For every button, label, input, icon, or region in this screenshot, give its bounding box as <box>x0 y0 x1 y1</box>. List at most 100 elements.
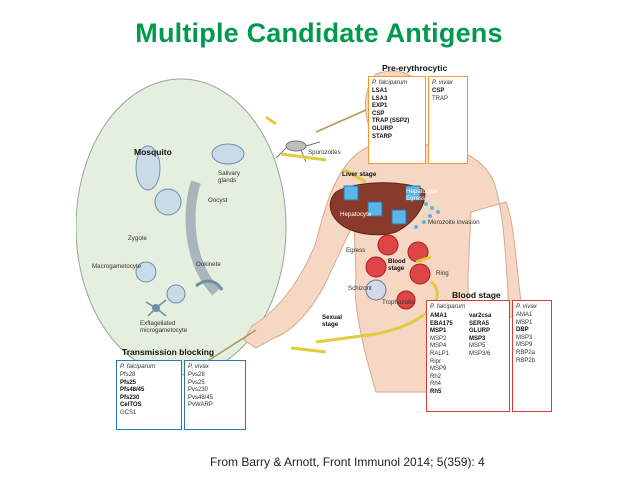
blood-vivax-item: MSP9 <box>516 342 533 349</box>
blood-falciparum-item: MSP4 <box>430 343 447 350</box>
transmission-falciparum-item: Pfs25 <box>120 379 137 386</box>
pre-falciparum-item: GLURP <box>372 125 393 132</box>
transmission-vivax-box: P. vivax Pvs28 Pvs25 Pvs230 Pvs48/45 PvW… <box>184 360 246 430</box>
blood-vivax-item: AMA1 <box>516 312 533 318</box>
egress-label: Egress <box>346 247 366 254</box>
pre-falciparum-header: P. falciparum <box>372 79 408 86</box>
transmission-blocking-heading: Transmission blocking <box>122 347 215 357</box>
transmission-vivax-item: Pvs25 <box>188 379 205 386</box>
salivary-glands-shape <box>211 143 245 165</box>
mosquito-heading: Mosquito <box>134 147 172 157</box>
blood-falciparum-item: MSP9 <box>430 366 447 373</box>
transmission-vivax-item: Pvs28 <box>188 372 205 378</box>
liver-stage-label: Liver stage <box>342 171 377 178</box>
mosquito-insect <box>275 140 321 163</box>
blood-falciparum-item: MSP3/6 <box>469 350 491 357</box>
hepatocyte-label: Hepatocyte <box>340 211 372 218</box>
blood-stage-inner-label: Blood stage <box>388 258 406 272</box>
blood-falciparum-item: Rh2 <box>430 373 442 380</box>
citation-caption: From Barry & Arnott, Front Immunol 2014;… <box>210 455 485 469</box>
blood-falciparum-col2: var2csa SERA5 GLURP MSP3 MSP5 MSP3/6 <box>469 313 491 359</box>
pre-falciparum-item: EXP1 <box>372 103 388 110</box>
transmission-vivax-item: PvWARP <box>188 402 213 409</box>
pre-erythrocytic-falciparum-box: P. falciparum LSA1 LSA3 EXP1 CSP TRAP (S… <box>368 76 426 164</box>
blood-vivax-item: MSP3 <box>516 334 533 341</box>
zygote-shape <box>135 261 157 283</box>
transmission-vivax-item: Pvs48/45 <box>188 394 214 401</box>
sporozoites-label: Sporozoites <box>308 149 341 156</box>
transmission-falciparum-item: CelTOS <box>120 402 142 409</box>
blood-stage-falciparum-box: P. falciparum AMA1 EBA175 MSP1 MSP2 MSP4… <box>426 300 510 412</box>
blood-vivax-header: P. vivax <box>516 303 537 310</box>
blood-falciparum-item: Ripr <box>430 358 442 365</box>
oocyst-shape <box>154 188 182 216</box>
blood-falciparum-item: SERA5 <box>469 320 490 327</box>
hepatocyte-cell-3 <box>391 209 407 225</box>
merozoite-invasion-label: Merozoite invasion <box>428 219 480 226</box>
rbc-1 <box>377 234 399 256</box>
mosquito-stage-drawings <box>135 143 245 317</box>
trophozoite-label: Trophozoite <box>382 299 415 306</box>
oocyst-label: Oocyst <box>208 197 228 204</box>
midgut-shape <box>135 145 161 191</box>
blood-falciparum-item: GLURP <box>469 328 490 335</box>
blood-falciparum-item: AMA1 <box>430 313 448 319</box>
blood-falciparum-item: MSP3 <box>469 335 486 342</box>
exflagellated-label: Exflagellated microgametocyte <box>140 320 188 334</box>
transmission-falciparum-item: Pfs28 <box>120 372 136 378</box>
blood-vivax-item: DBP <box>516 327 529 334</box>
blood-falciparum-item: MSP1 <box>430 328 447 335</box>
ookinete-label: Ookinete <box>196 261 221 268</box>
transmission-falciparum-item: GCS1 <box>120 409 137 416</box>
merozoite-dots <box>414 202 440 229</box>
pre-falciparum-item: CSP <box>372 110 385 117</box>
sexual-stage-label: Sexual stage <box>322 314 342 328</box>
blood-stage-vivax-box: P. vivax AMA1 MSP1 DBP MSP3 MSP9 RBP2a R… <box>512 300 552 412</box>
malaria-lifecycle-figure: Pre-erythrocytic Mosquito Blood stage Tr… <box>76 62 566 442</box>
blood-falciparum-item: MSP5 <box>469 343 486 350</box>
schizont-label: Schizont <box>348 285 372 292</box>
slide-title: Multiple Candidate Antigens <box>135 18 503 48</box>
pre-falciparum-item: STARP <box>372 133 392 140</box>
salivary-glands-label: Salivary glands <box>218 170 241 184</box>
pre-vivax-item: CSP <box>432 88 445 94</box>
blood-falciparum-item: Rh5 <box>430 388 442 395</box>
transmission-falciparum-header: P. falciparum <box>120 363 156 370</box>
schizont-cell <box>365 279 387 301</box>
hepatocyte-egress-label: Hepatocyte Egress <box>406 188 438 202</box>
blood-vivax-item: MSP1 <box>516 319 533 326</box>
pre-falciparum-item: LSA3 <box>372 95 388 102</box>
pre-erythrocytic-heading: Pre-erythrocytic <box>382 63 448 73</box>
macrogametocyte-label: Macrogametocyte <box>92 263 142 270</box>
transmission-falciparum-item: Pfs48/45 <box>120 387 145 394</box>
rbc-3 <box>365 256 387 278</box>
rbc-5 <box>396 290 416 310</box>
blood-stage-heading: Blood stage <box>452 290 501 300</box>
ookinete-shape <box>195 279 224 291</box>
pre-erythrocytic-vivax-box: P. vivax CSP TRAP <box>428 76 468 164</box>
blood-falciparum-item: Rh4 <box>430 381 442 388</box>
hepatocyte-cell-2 <box>367 201 383 217</box>
pre-falciparum-item: TRAP (SSP2) <box>372 118 410 125</box>
rbc-4 <box>409 263 431 285</box>
blood-vivax-item: RBP2a <box>516 349 536 356</box>
flagella <box>145 299 167 317</box>
pre-falciparum-item: LSA1 <box>372 88 388 94</box>
hepatocyte-cell-1 <box>343 185 359 201</box>
transmission-vivax-item: Pvs230 <box>188 387 209 394</box>
transmission-falciparum-item: Pfs230 <box>120 394 140 401</box>
blood-vivax-item: RBP2b <box>516 357 536 364</box>
blood-falciparum-item: EBA175 <box>430 320 453 327</box>
hepatocyte-cell-4 <box>405 185 421 201</box>
blood-falciparum-item: MSP2 <box>430 335 447 342</box>
blood-falciparum-item: RALP1 <box>430 350 450 357</box>
macrogametocyte-shape <box>166 284 186 304</box>
zygote-label: Zygote <box>128 235 147 242</box>
blood-falciparum-item: var2csa <box>469 313 492 319</box>
transmission-vivax-header: P. vivax <box>188 363 209 370</box>
blood-falciparum-header: P. falciparum <box>430 303 466 310</box>
pre-vivax-item: TRAP <box>432 95 449 102</box>
blood-falciparum-col1: AMA1 EBA175 MSP1 MSP2 MSP4 RALP1 Ripr MS… <box>430 313 453 397</box>
transmission-falciparum-box: P. falciparum Pfs28 Pfs25 Pfs48/45 Pfs23… <box>116 360 182 430</box>
